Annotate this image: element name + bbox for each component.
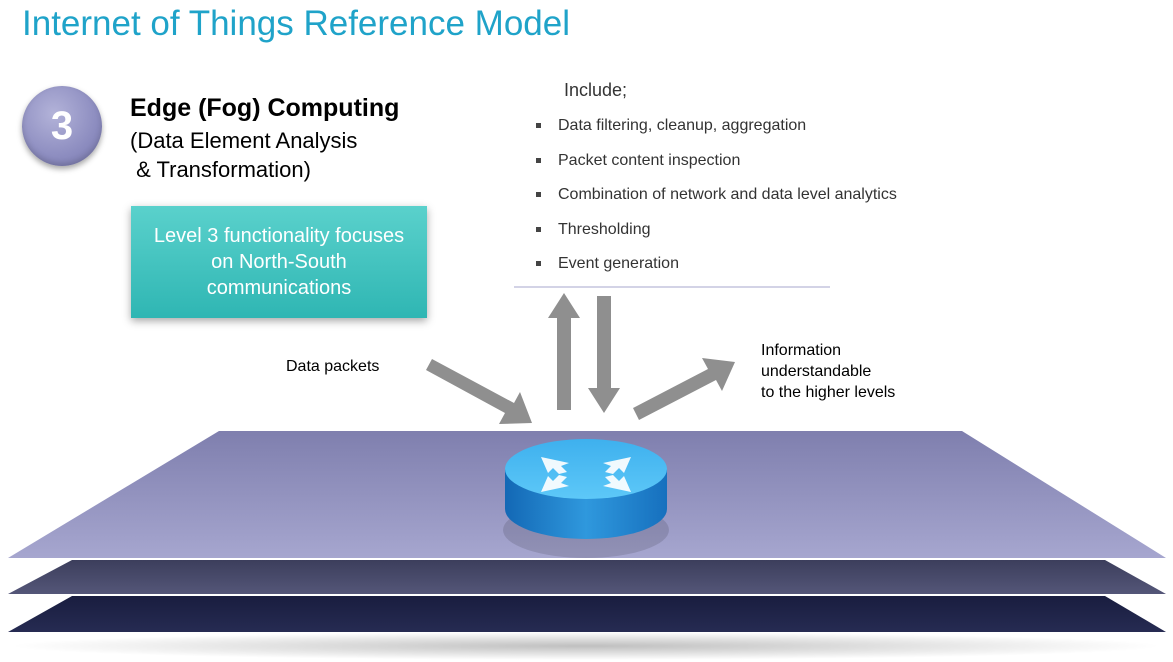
list-item-text: Event generation (558, 255, 679, 272)
list-item-text: Data filtering, cleanup, aggregation (558, 117, 807, 134)
list-item: Data filtering, cleanup, aggregation (536, 112, 897, 147)
list-item: Packet content inspection (536, 147, 897, 182)
arrow-down (588, 296, 620, 413)
list-item: Event generation (536, 250, 897, 285)
include-list: Data filtering, cleanup, aggregation Pac… (536, 112, 897, 285)
list-item-text: Combination of network and data level an… (558, 186, 897, 203)
include-divider (514, 286, 830, 288)
information-label: Information understandable to the higher… (761, 342, 896, 401)
bottom-layer (8, 596, 1166, 632)
include-title: Include; (564, 80, 628, 100)
level-badge: 3 (22, 86, 102, 166)
data-packets-label: Data packets (286, 358, 380, 375)
list-item: Thresholding (536, 216, 897, 251)
floor-shadow (11, 632, 1161, 660)
bullet-icon (536, 226, 541, 232)
arrow-data-packets (426, 359, 532, 424)
arrow-information (633, 358, 735, 420)
bullet-icon (536, 157, 541, 163)
router-icon (503, 439, 669, 558)
page-title: Internet of Things Reference Model (22, 4, 571, 43)
bullet-icon (536, 123, 541, 128)
arrow-up (548, 293, 580, 410)
layer-heading: Edge (Fog) Computing (130, 94, 400, 122)
list-item-text: Thresholding (558, 220, 651, 238)
layer-subheading: (Data Element Analysis & Transformation) (130, 128, 358, 182)
middle-layer (8, 560, 1166, 594)
functionality-callout: Level 3 functionality focuses on North-S… (131, 206, 427, 318)
list-item: Combination of network and data level an… (536, 181, 897, 216)
bullet-icon (536, 261, 541, 266)
bullet-icon (536, 192, 541, 197)
list-item-text: Packet content inspection (558, 151, 741, 169)
